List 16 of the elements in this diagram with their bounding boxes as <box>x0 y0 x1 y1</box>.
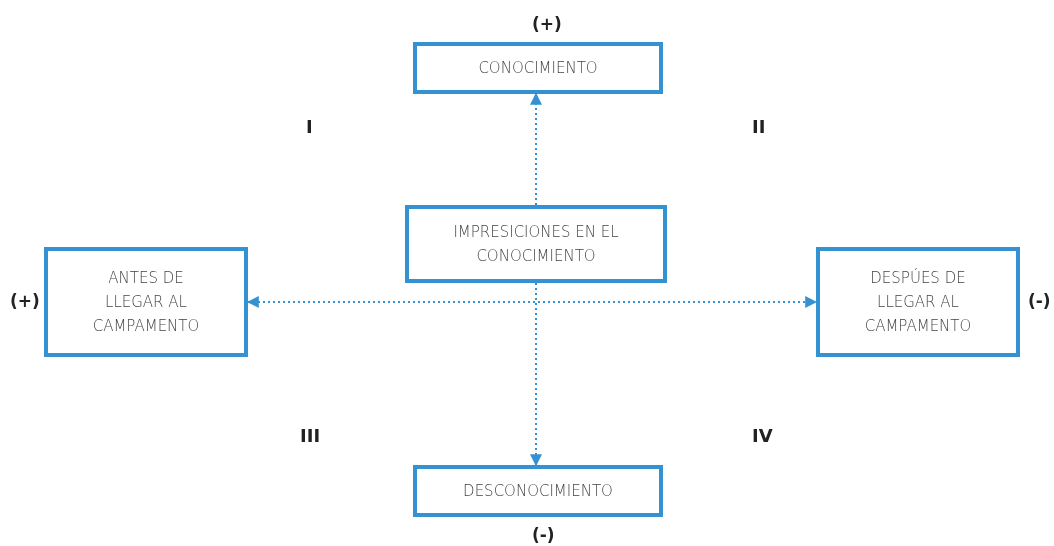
box-label: IMPRESICIONES EN EL CONOCIMIENTO <box>452 222 620 267</box>
sign-label: (-) <box>532 525 555 545</box>
box-label: ANTES DE LLEGAR AL CAMPAMENTO <box>91 268 201 337</box>
quadrant-numeral: III <box>300 425 321 446</box>
sign-label: (+) <box>532 14 562 34</box>
sign-label: (-) <box>1028 291 1051 311</box>
quadrant-numeral: IV <box>752 425 773 446</box>
box-label: DESCONOCIMIENTO <box>463 481 613 502</box>
box-label: CONOCIMIENTO <box>478 58 598 79</box>
dotted-arrow <box>530 92 542 206</box>
box-label: DESPÚES DE LLEGAR AL CAMPAMENTO <box>863 267 973 337</box>
sign-label: (+) <box>10 291 40 311</box>
dotted-arrow <box>530 282 542 467</box>
quadrant-numeral: II <box>752 116 766 137</box>
quadrant-numeral: I <box>306 116 313 137</box>
text-box <box>405 205 667 283</box>
